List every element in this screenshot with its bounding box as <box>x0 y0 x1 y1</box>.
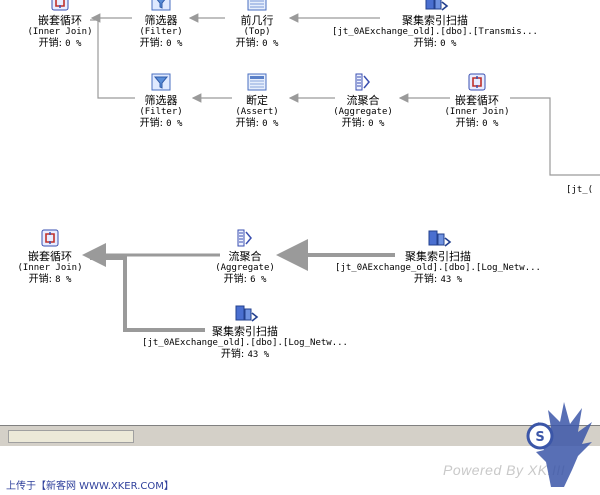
node-subtitle: [jt_0AExchange_old].[dbo].[Log_Netw... <box>335 263 541 273</box>
assert-icon <box>246 72 268 92</box>
top-icon <box>246 0 268 12</box>
node-subtitle: (Aggregate) <box>333 107 393 117</box>
clustered-index-scan-icon <box>234 303 259 323</box>
connector <box>90 256 205 332</box>
horizontal-scrollbar[interactable]: ca <box>0 425 600 446</box>
node-subtitle: (Assert) <box>235 107 279 117</box>
node-cost: 开销: 0 % <box>38 38 82 49</box>
node-cost: 开销: 6 % <box>223 274 267 285</box>
footer-bar: 上传于【新客网 WWW.XKER.COM】 Powered By XK.III <box>0 446 600 495</box>
node-subtitle: (Top) <box>243 27 271 37</box>
node-title: 聚集索引扫描 <box>405 250 471 263</box>
powered-by-text: Powered By XK.III <box>443 462 566 478</box>
node-cost: 开销: 0 % <box>235 38 279 49</box>
node-cost: 开销: 43 % <box>220 349 270 360</box>
nested-loop-icon <box>49 0 71 12</box>
plan-connectors <box>82 13 600 332</box>
stream-aggregate-icon <box>352 72 374 92</box>
node-subtitle: (Inner Join) <box>17 263 83 273</box>
node-title: 断定 <box>246 94 268 107</box>
node-title: 聚集索引扫描 <box>212 325 278 338</box>
connector <box>510 97 600 176</box>
plan-node-nested-loop[interactable]: 嵌套循环 (Inner Join) 开销: 0 % <box>0 0 135 50</box>
node-subtitle: (Aggregate) <box>215 263 275 273</box>
plan-node-clustered-index-scan[interactable]: 聚集索引扫描 [jt_0AExchange_old].[dbo].[Log_Ne… <box>323 228 553 286</box>
node-title: 前几行 <box>240 14 274 27</box>
node-title: 嵌套循环 <box>455 94 499 107</box>
plan-node-filter[interactable]: 筛选器 (Filter) 开销: 0 % <box>86 0 236 50</box>
node-subtitle: [jt_0AExchange_old].[dbo].[Transmis... <box>332 27 538 37</box>
plan-node-stream-aggregate[interactable]: 流聚合 (Aggregate) 开销: 0 % <box>288 72 438 130</box>
plan-node-nested-loop[interactable]: 嵌套循环 (Inner Join) 开销: 8 % <box>0 228 125 286</box>
node-subtitle: [jt_0AExchange_old].[dbo].[Log_Netw... <box>142 338 348 348</box>
plan-node-stream-aggregate[interactable]: 流聚合 (Aggregate) 开销: 6 % <box>170 228 320 286</box>
execution-plan-canvas: 嵌套循环 (Inner Join) 开销: 0 % 筛选器 (Filter) 开… <box>0 0 600 361</box>
node-title: 流聚合 <box>346 94 380 107</box>
node-title: 嵌套循环 <box>38 14 82 27</box>
node-title: 聚集索引扫描 <box>402 14 468 27</box>
plan-node-clustered-index-scan[interactable]: 聚集索引扫描 [jt_0AExchange_old].[dbo].[Transm… <box>320 0 550 50</box>
node-subtitle: (Inner Join) <box>444 107 510 117</box>
node-cost: 开销: 43 % <box>413 274 463 285</box>
plan-node-filter[interactable]: 筛选器 (Filter) 开销: 0 % <box>86 72 236 130</box>
node-cost: 开销: 8 % <box>28 274 72 285</box>
node-subtitle: (Inner Join) <box>27 27 93 37</box>
node-title: 嵌套循环 <box>28 250 72 263</box>
plan-node-top[interactable]: 前几行 (Top) 开销: 0 % <box>182 0 332 50</box>
filter-icon <box>150 72 172 92</box>
plan-node-nested-loop[interactable]: 嵌套循环 (Inner Join) 开销: 0 % <box>402 72 552 130</box>
node-title: 筛选器 <box>144 94 178 107</box>
plan-node-assert[interactable]: 断定 (Assert) 开销: 0 % <box>182 72 332 130</box>
node-cost: 开销: 0 % <box>235 118 279 129</box>
node-cost: 开销: 0 % <box>341 118 385 129</box>
plan-node-clustered-index-scan[interactable]: 聚集索引扫描 [jt_0AExchange_old].[dbo].[Log_Ne… <box>130 303 360 361</box>
node-cost: 开销: 0 % <box>139 38 183 49</box>
clustered-index-scan-icon <box>427 228 452 248</box>
node-subtitle: (Filter) <box>139 107 183 117</box>
svg-text:S: S <box>535 430 544 445</box>
node-subtitle: (Filter) <box>139 27 183 37</box>
stream-aggregate-icon <box>234 228 256 248</box>
node-cost: 开销: 0 % <box>413 38 457 49</box>
filter-icon <box>150 0 172 12</box>
nested-loop-icon <box>39 228 61 248</box>
nested-loop-icon <box>466 72 488 92</box>
upload-link[interactable]: 上传于【新客网 WWW.XKER.COM】 <box>6 481 174 492</box>
connector <box>90 19 135 99</box>
scrollbar-thumb[interactable] <box>8 430 134 443</box>
clustered-index-scan-icon <box>424 0 449 12</box>
node-title: 流聚合 <box>228 250 262 263</box>
node-title: 筛选器 <box>144 14 178 27</box>
site-logo-icon: S <box>526 402 592 487</box>
truncated-edge-label: [jt_( <box>566 185 594 195</box>
node-cost: 开销: 0 % <box>139 118 183 129</box>
node-cost: 开销: 0 % <box>455 118 499 129</box>
